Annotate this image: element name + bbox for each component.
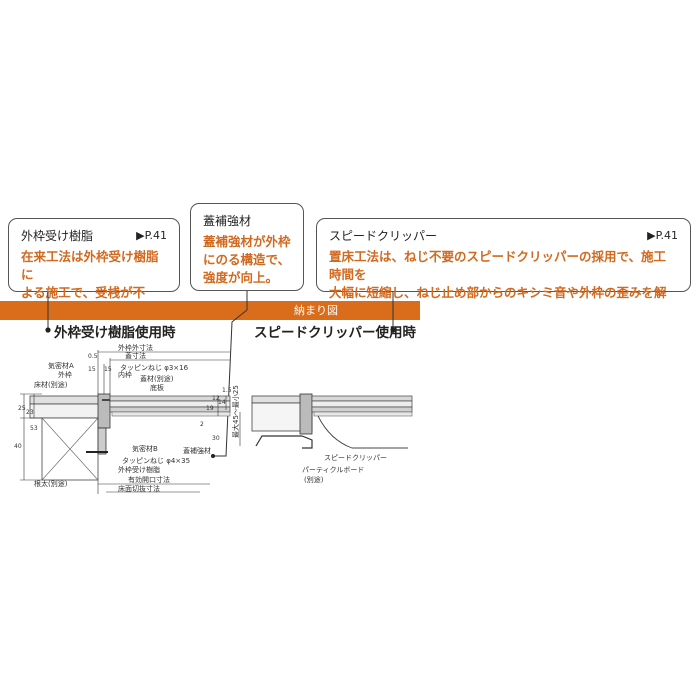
floor-base-shape bbox=[29, 403, 101, 419]
band-label: 納まり図 bbox=[294, 304, 338, 317]
section-label-left: 外枠受け樹脂使用時 bbox=[54, 325, 176, 341]
label-inner-frame: 内枠 bbox=[118, 370, 132, 379]
leader-line bbox=[213, 309, 248, 457]
floor-material-shape bbox=[29, 395, 101, 405]
label-outer-frame-size: 外枠外寸法 bbox=[118, 343, 153, 352]
bullet-dot bbox=[211, 454, 215, 458]
callout-title: 蓋補強材 bbox=[203, 214, 252, 228]
dim-value: 53 bbox=[30, 425, 38, 432]
floor-material-shape bbox=[251, 395, 313, 404]
callout-text-line: 強度が向上。 bbox=[203, 270, 279, 286]
label-bottom-plate: 底板 bbox=[150, 383, 164, 392]
dim-value: 15 bbox=[104, 366, 112, 373]
label-floor-cut-size: 床面切抜寸法 bbox=[118, 484, 160, 493]
label-speed-clipper: スピードクリッパー bbox=[324, 454, 387, 462]
frame-resin-shape bbox=[97, 427, 107, 455]
callout-text-line: にのる構造で、 bbox=[203, 252, 291, 268]
right-labels: スピードクリッパー パーティクルボード (別途) bbox=[302, 454, 387, 484]
lid-top-layer bbox=[311, 395, 413, 402]
callout-speed-clipper: スピードクリッパー ▶P.41 置床工法は、ねじ不要のスピードクリッパーの採用で… bbox=[316, 218, 691, 318]
callout-title: 外枠受け樹脂 bbox=[21, 229, 94, 243]
label-max-height: 最大45～最小25 bbox=[231, 385, 240, 438]
left-dimension-values: 0.5 15 15 25 23 53 40 2 19 12 14 1.5 30 bbox=[14, 353, 232, 450]
dim-value: 23 bbox=[26, 409, 34, 416]
dim-value: 14 bbox=[218, 399, 226, 406]
dim-value: 25 bbox=[18, 405, 26, 412]
dim-value: 19 bbox=[206, 405, 214, 412]
page-reference: ▶P.41 bbox=[647, 229, 678, 242]
dim-value: 12 bbox=[212, 395, 220, 402]
page-reference: ▶P.41 bbox=[136, 229, 167, 242]
label-frame-resin: 外枠受け樹脂 bbox=[118, 465, 160, 474]
callout-title: スピードクリッパー bbox=[329, 229, 438, 243]
speed-clipper-shape bbox=[255, 435, 313, 449]
joist-hatch bbox=[41, 417, 99, 481]
dim-value: 0.5 bbox=[88, 353, 98, 360]
label-floor-material: 床材(別途) bbox=[34, 380, 68, 389]
callout-text-line: 置床工法は、ねじ不要のスピードクリッパーの採用で、施工時間を bbox=[329, 249, 667, 283]
joint-curve bbox=[317, 415, 408, 449]
section-label-right: スピードクリッパー使用時 bbox=[254, 325, 416, 341]
label-lid-size: 蓋寸法 bbox=[125, 351, 146, 360]
callout-header: スピードクリッパー ▶P.41 bbox=[329, 227, 678, 244]
bullet-dot bbox=[45, 327, 51, 333]
lid-top-layer bbox=[109, 395, 231, 402]
lid-material-shape bbox=[311, 400, 413, 408]
joist-shape bbox=[41, 417, 99, 481]
label-particle-board: パーティクルボード bbox=[302, 466, 364, 474]
callout-header: 蓋補強材 bbox=[203, 212, 291, 229]
label-tapping-screw-bottom: タッピンねじ φ4×35 bbox=[122, 456, 190, 465]
dimension-lines bbox=[20, 350, 230, 494]
label-gasket-a: 気密材A bbox=[48, 361, 74, 370]
bottom-plate-shape bbox=[109, 406, 231, 413]
section-band: 納まり図 bbox=[0, 301, 420, 320]
label-lid-reinforcement: 蓋補強材 bbox=[183, 446, 211, 455]
left-labels: 外枠外寸法 蓋寸法 気密材A 外枠 床材(別途) 内枠 タッピンねじ φ3×16… bbox=[34, 343, 211, 493]
right-section-drawing: 最大45～最小25 スピードクリッパー パーティクルボード (別途) bbox=[231, 385, 413, 484]
dim-value: 15 bbox=[88, 366, 96, 373]
dim-value: 2 bbox=[200, 421, 204, 428]
particle-board-shape bbox=[251, 402, 313, 432]
left-section-drawing: 外枠外寸法 蓋寸法 気密材A 外枠 床材(別途) 内枠 タッピンねじ φ3×16… bbox=[14, 343, 232, 494]
callout-text-line: 蓋補強材が外枠 bbox=[203, 234, 291, 249]
label-lid-material: 蓋材(別途) bbox=[140, 374, 174, 383]
lid-reinforcement-shape bbox=[313, 411, 413, 417]
joist-hatch bbox=[41, 417, 99, 481]
label-joist: 根太(別途) bbox=[34, 479, 68, 488]
outer-frame-shape bbox=[299, 393, 313, 435]
callout-reinforcement: 蓋補強材 蓋補強材が外枠 にのる構造で、 強度が向上。 bbox=[190, 203, 304, 291]
callout-text: 蓋補強材が外枠 にのる構造で、 強度が向上。 bbox=[203, 233, 291, 287]
callout-text-line: 在来工法は外枠受け樹脂に bbox=[21, 249, 159, 283]
outer-frame-shape bbox=[97, 393, 111, 429]
dim-value: 40 bbox=[14, 443, 22, 450]
dim-value: 30 bbox=[212, 435, 220, 442]
label-effective-opening: 有効開口寸法 bbox=[128, 475, 170, 484]
label-tapping-screw-top: タッピンねじ φ3×16 bbox=[120, 363, 189, 372]
label-gasket-b: 気密材B bbox=[132, 444, 158, 453]
dim-value: 1.5 bbox=[222, 387, 232, 394]
callout-frame-resin: 外枠受け樹脂 ▶P.41 在来工法は外枠受け樹脂に よる施工で、受桟が不要。 bbox=[8, 218, 180, 318]
bottom-plate-shape bbox=[311, 406, 413, 413]
label-separate: (別途) bbox=[304, 475, 324, 484]
lid-material-shape bbox=[109, 400, 231, 408]
label-outer-frame: 外枠 bbox=[58, 370, 72, 379]
callout-header: 外枠受け樹脂 ▶P.41 bbox=[21, 227, 167, 244]
lid-reinforcement-shape bbox=[111, 411, 231, 417]
